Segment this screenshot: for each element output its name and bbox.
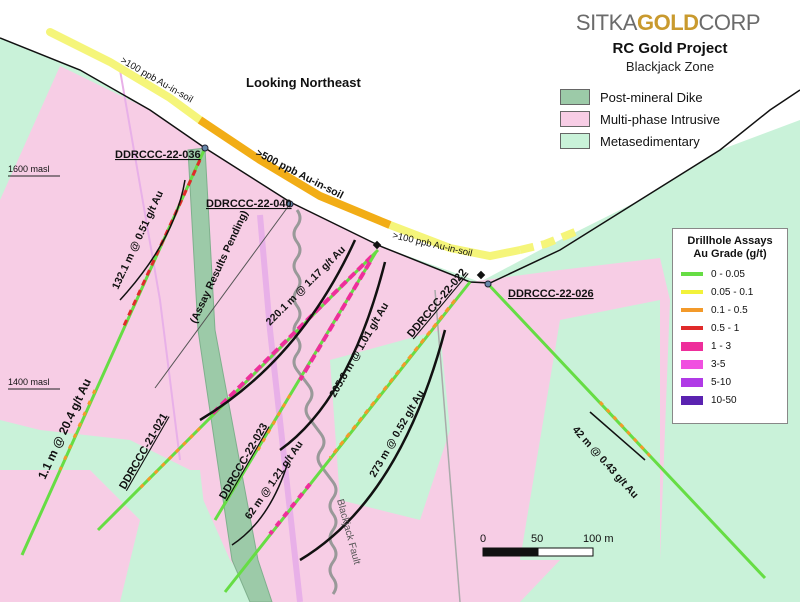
blackjack-fault bbox=[292, 209, 338, 595]
post-mineral-dike bbox=[187, 147, 273, 602]
company-name-gold: GOLD bbox=[636, 10, 699, 35]
assay-item-6: 5-10 bbox=[681, 375, 731, 389]
assay-label-2: 0.1 - 0.5 bbox=[711, 304, 748, 316]
drillhole-026-trace bbox=[486, 282, 767, 580]
legend-label-dike: Post-mineral Dike bbox=[600, 89, 703, 105]
scale-tick-50: 50 bbox=[531, 533, 543, 545]
assay-label-0: 0 - 0.05 bbox=[711, 268, 745, 280]
secondary-fault bbox=[434, 289, 461, 602]
collar-036 bbox=[201, 144, 209, 152]
intrusive-unit-lower-left bbox=[0, 470, 140, 602]
assay-swatch-0 bbox=[681, 272, 703, 276]
elevation-1400-label: 1400 masl bbox=[8, 377, 50, 387]
assay-swatch-4 bbox=[681, 341, 703, 351]
assay-item-7: 10-50 bbox=[681, 393, 737, 407]
assay-item-2: 0.1 - 0.5 bbox=[681, 303, 748, 317]
drillhole-label-036: DDRCCC-22-036 bbox=[115, 149, 201, 161]
legend-item-dike: Post-mineral Dike bbox=[560, 88, 703, 106]
assay-item-5: 3-5 bbox=[681, 357, 725, 371]
legend-item-metased: Metasedimentary bbox=[560, 132, 700, 150]
assay-legend: Drillhole Assays Au Grade (g/t) 0 - 0.05… bbox=[672, 228, 788, 424]
drillhole-023-trace bbox=[213, 251, 378, 521]
assay-item-0: 0 - 0.05 bbox=[681, 267, 745, 281]
assay-swatch-6 bbox=[681, 377, 703, 387]
drillhole-021-trace bbox=[96, 248, 380, 532]
assay-swatch-7 bbox=[681, 395, 703, 405]
intercept-bracket-036 bbox=[119, 179, 186, 301]
collar-040 bbox=[286, 200, 294, 208]
assay-item-1: 0.05 - 0.1 bbox=[681, 285, 753, 299]
legend-swatch-dike bbox=[560, 89, 590, 105]
assay-label-3: 0.5 - 1 bbox=[711, 322, 740, 334]
legend-item-intrusive: Multi-phase Intrusive bbox=[560, 110, 720, 128]
scale-tick-0: 0 bbox=[480, 533, 486, 545]
company-logo: SITKAGOLDCORP bbox=[548, 10, 788, 40]
intercept-bracket-023 bbox=[279, 261, 387, 452]
metased-inlier-center bbox=[330, 330, 450, 520]
intercept-bracket-026 bbox=[589, 411, 646, 461]
intercept-bracket-022 bbox=[299, 329, 447, 562]
drillhole-label-026: DDRCCC-22-026 bbox=[508, 288, 594, 300]
assay-label-4: 1 - 3 bbox=[711, 340, 732, 352]
intercept-bracket-021 bbox=[199, 239, 357, 422]
company-name-right: CORP bbox=[698, 10, 761, 35]
assay-label-5: 3-5 bbox=[711, 358, 726, 370]
legend-label-metased: Metasedimentary bbox=[600, 133, 700, 149]
collar-021-023 bbox=[372, 240, 382, 250]
assay-label-6: 5-10 bbox=[711, 376, 732, 388]
assay-legend-title: Drillhole Assays Au Grade (g/t) bbox=[673, 235, 787, 261]
scale-bar bbox=[482, 547, 594, 557]
company-name-left: SITKA bbox=[575, 10, 638, 35]
drillhole-label-040: DDRCCC-22-040 bbox=[206, 198, 292, 210]
drillhole-022-trace bbox=[223, 281, 472, 593]
legend-swatch-metased bbox=[560, 133, 590, 149]
soil-anomaly-100-left bbox=[46, 28, 204, 124]
soil-anomaly-100-right-dashed bbox=[519, 228, 577, 254]
assay-item-4: 1 - 3 bbox=[681, 339, 731, 353]
intrusive-dike-thin-1 bbox=[119, 69, 181, 461]
assay-label-7: 10-50 bbox=[711, 394, 737, 406]
collar-022 bbox=[476, 270, 486, 280]
metased-strip-lower bbox=[150, 470, 215, 602]
assay-legend-title-line1: Drillhole Assays bbox=[687, 235, 773, 247]
zone-name: Blackjack Zone bbox=[625, 59, 715, 74]
soil-anomaly-100-right bbox=[388, 221, 521, 261]
soil-anomaly-500 bbox=[197, 116, 392, 229]
intrusive-unit-main bbox=[0, 66, 670, 602]
elevation-1600-label: 1600 masl bbox=[8, 164, 50, 174]
assay-swatch-5 bbox=[681, 359, 703, 369]
assay-item-3: 0.5 - 1 bbox=[681, 321, 739, 335]
drillhole-040-trace bbox=[154, 203, 291, 389]
assay-swatch-2 bbox=[681, 308, 703, 312]
assay-swatch-1 bbox=[681, 290, 703, 294]
assay-legend-title-line2: Au Grade (g/t) bbox=[693, 248, 767, 260]
view-direction-label: Looking Northeast bbox=[246, 75, 361, 90]
legend-swatch-intrusive bbox=[560, 111, 590, 127]
assay-swatch-3 bbox=[681, 326, 703, 330]
project-title: RC Gold Project bbox=[612, 40, 728, 57]
collar-026 bbox=[484, 280, 492, 288]
assay-label-1: 0.05 - 0.1 bbox=[711, 286, 754, 298]
metased-inlier-right bbox=[520, 300, 660, 560]
legend-label-intrusive: Multi-phase Intrusive bbox=[600, 111, 720, 127]
scale-tick-100: 100 m bbox=[583, 533, 614, 545]
intercept-bracket-062 bbox=[231, 461, 289, 546]
